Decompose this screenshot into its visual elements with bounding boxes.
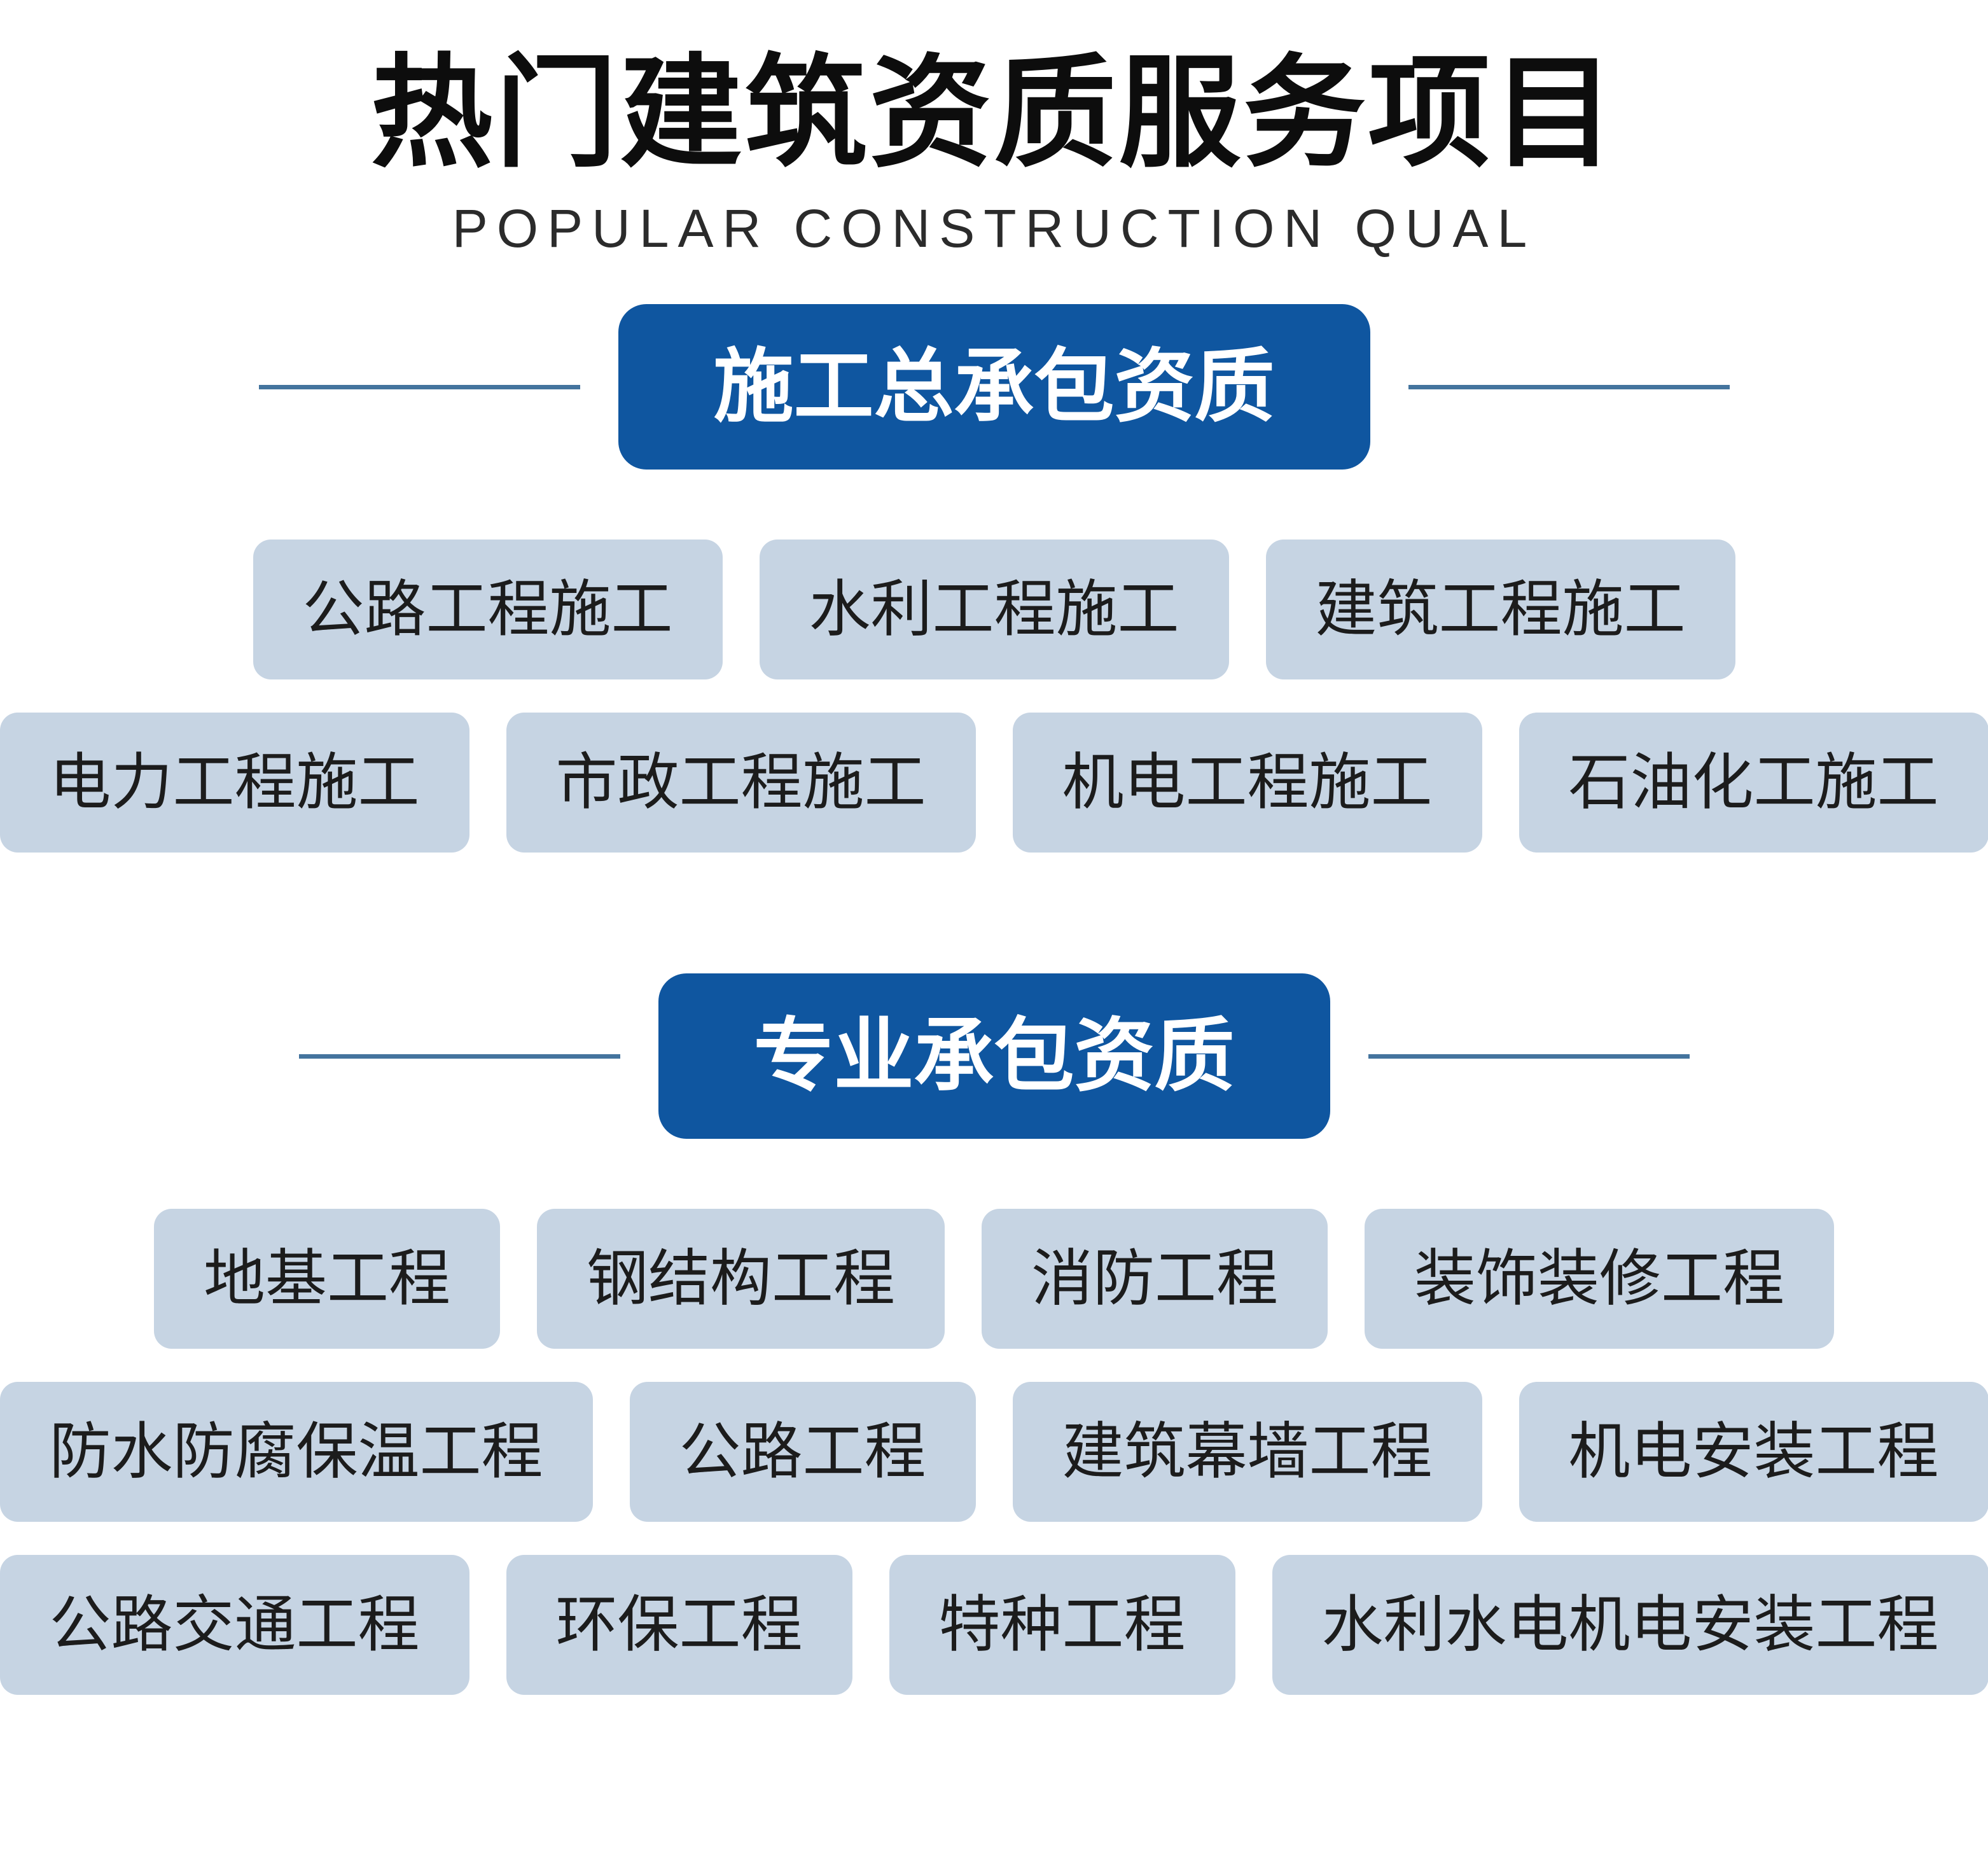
qualification-item[interactable]: 消防工程 [982, 1209, 1328, 1349]
qualification-item[interactable]: 石油化工施工 [1519, 713, 1988, 853]
qualification-item[interactable]: 地基工程 [154, 1209, 500, 1349]
page-title: 热门建筑资质服务项目 [0, 46, 1988, 180]
poster: 热门建筑资质服务项目 POPULAR CONSTRUCTION QUAL 施工总… [0, 46, 1988, 1852]
professional-contracting-items: 地基工程 钢结构工程 消防工程 装饰装修工程 防水防腐保温工程 公路工程 建筑幕… [0, 1209, 1988, 1695]
qualification-item[interactable]: 钢结构工程 [537, 1209, 945, 1349]
qualification-item[interactable]: 防水防腐保温工程 [0, 1382, 593, 1522]
qualification-item[interactable]: 公路工程 [630, 1382, 976, 1522]
qualification-item[interactable]: 水利工程施工 [760, 540, 1229, 679]
button-row: 地基工程 钢结构工程 消防工程 装饰装修工程 [0, 1209, 1988, 1349]
section-banner-professional: 专业承包资质 [658, 973, 1330, 1139]
divider-line-right [1368, 1054, 1690, 1059]
section-general-contracting: 施工总承包资质 公路工程施工 水利工程施工 建筑工程施工 电力工程施工 市政工程… [0, 304, 1988, 853]
qualification-item[interactable]: 建筑工程施工 [1266, 540, 1735, 679]
button-row: 电力工程施工 市政工程施工 机电工程施工 石油化工施工 [0, 713, 1988, 853]
qualification-item[interactable]: 环保工程 [506, 1555, 852, 1695]
section-header-professional: 专业承包资质 [0, 973, 1988, 1139]
general-contracting-items: 公路工程施工 水利工程施工 建筑工程施工 电力工程施工 市政工程施工 机电工程施… [0, 540, 1988, 853]
qualification-item[interactable]: 机电安装工程 [1519, 1382, 1988, 1522]
qualification-item[interactable]: 特种工程 [889, 1555, 1235, 1695]
page-subtitle: POPULAR CONSTRUCTION QUAL [0, 198, 1988, 260]
qualification-item[interactable]: 装饰装修工程 [1365, 1209, 1834, 1349]
qualification-item[interactable]: 市政工程施工 [506, 713, 976, 853]
section-banner-general: 施工总承包资质 [618, 304, 1370, 470]
divider-line-left [259, 385, 580, 389]
button-row: 公路工程施工 水利工程施工 建筑工程施工 [0, 540, 1988, 679]
divider-line-left [299, 1054, 620, 1059]
button-row: 公路交通工程 环保工程 特种工程 水利水电机电安装工程 [0, 1555, 1988, 1695]
qualification-item[interactable]: 机电工程施工 [1013, 713, 1482, 853]
divider-line-right [1408, 385, 1730, 389]
qualification-item[interactable]: 水利水电机电安装工程 [1272, 1555, 1988, 1695]
section-professional-contracting: 专业承包资质 地基工程 钢结构工程 消防工程 装饰装修工程 防水防腐保温工程 公… [0, 973, 1988, 1695]
button-row: 防水防腐保温工程 公路工程 建筑幕墙工程 机电安装工程 [0, 1382, 1988, 1522]
qualification-item[interactable]: 公路交通工程 [0, 1555, 469, 1695]
section-header-general: 施工总承包资质 [0, 304, 1988, 470]
qualification-item[interactable]: 电力工程施工 [0, 713, 469, 853]
qualification-item[interactable]: 公路工程施工 [253, 540, 723, 679]
qualification-item[interactable]: 建筑幕墙工程 [1013, 1382, 1482, 1522]
